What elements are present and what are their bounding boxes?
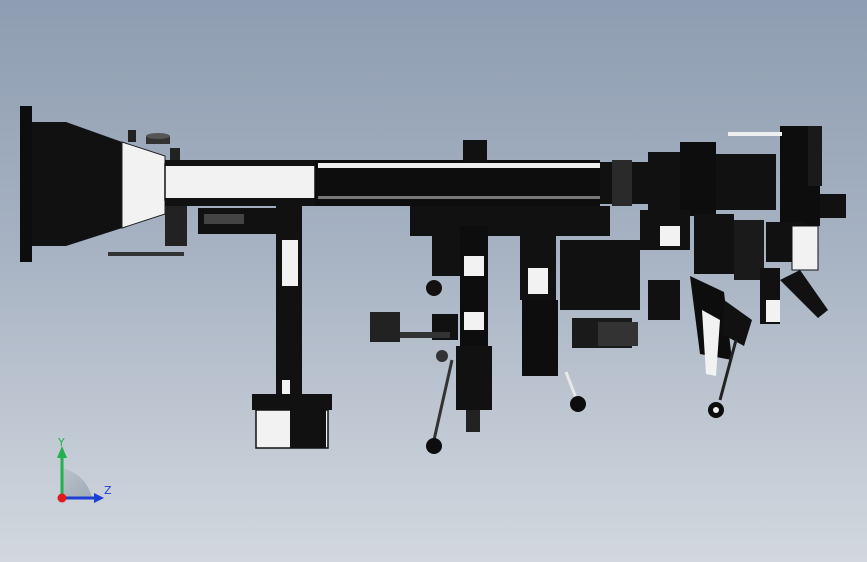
y-axis-arrow-icon [57, 446, 67, 458]
main-beam-assembly [20, 106, 650, 262]
y-axis-label: Y [57, 436, 65, 449]
triad-plane [62, 468, 92, 498]
z-axis-arrow-icon [94, 493, 104, 503]
gripper-cluster-center [370, 206, 640, 454]
z-axis-label: Z [104, 484, 112, 497]
right-head-assembly [640, 126, 846, 418]
coordinate-triad: Y Z [57, 436, 112, 503]
x-axis-origin-icon [57, 493, 67, 503]
vertical-column [252, 206, 332, 449]
